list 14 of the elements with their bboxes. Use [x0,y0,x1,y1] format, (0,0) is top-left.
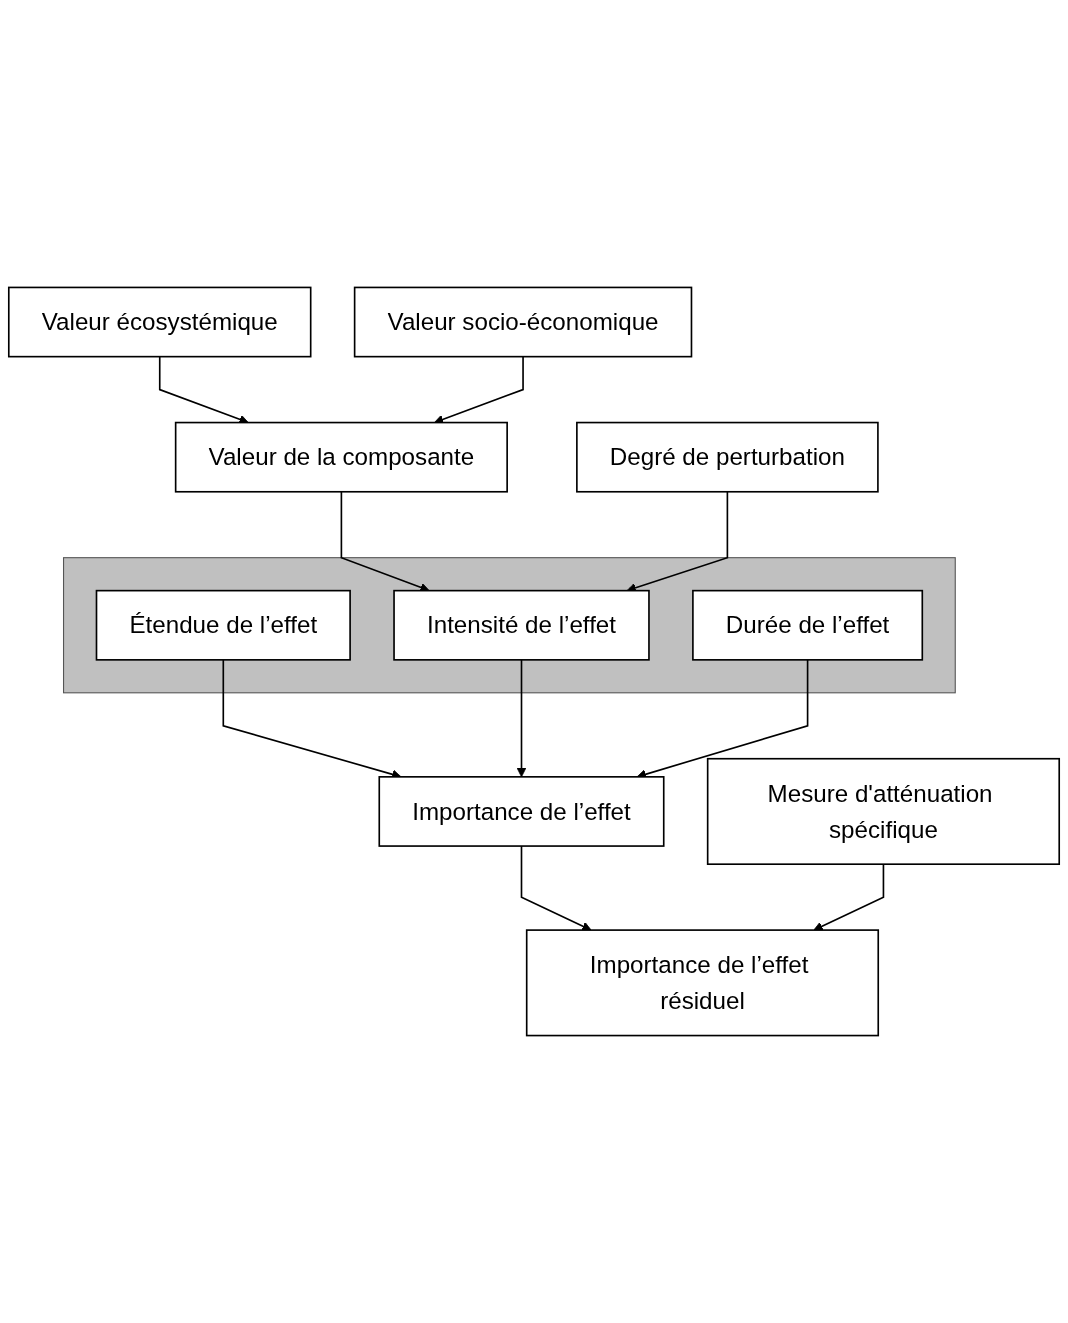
node-box: Valeur de la composante [174,421,508,493]
node-box: Importance de l’effet résiduel [525,929,880,1037]
arrow [520,845,592,931]
node-box: Mesure d'atténuation spécifique [706,757,1061,865]
node-box: Étendue de l’effet [95,589,351,661]
arrow [813,863,885,931]
node-box: Importance de l’effet [378,776,665,847]
cluster [63,557,956,694]
arrow [516,659,527,778]
node-box: Valeur écosystémique [7,286,312,358]
node-box: Degré de perturbation [576,421,879,493]
node-box: Intensité de l’effet [393,589,650,661]
node-box: Durée de l’effet [692,589,924,661]
node-box: Valeur socio-économique [353,286,693,358]
